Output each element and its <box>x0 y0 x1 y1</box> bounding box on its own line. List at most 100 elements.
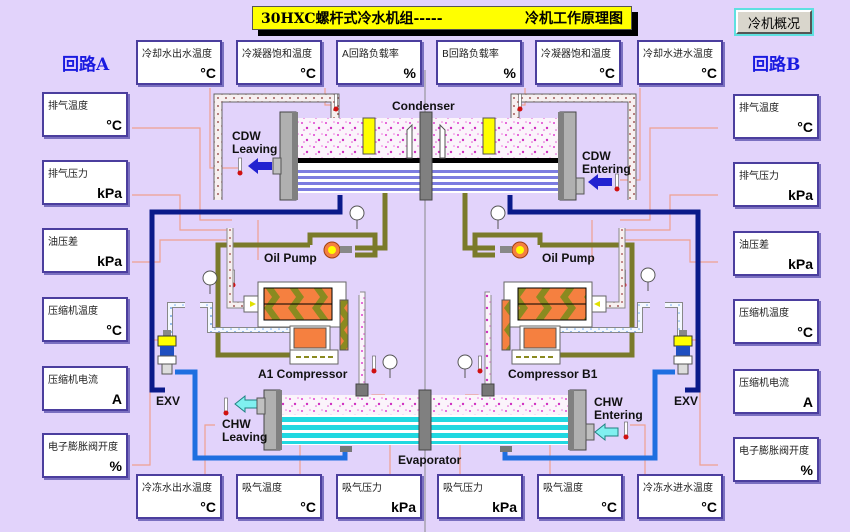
box-label: 吸气温度 <box>543 483 583 494</box>
compressor-b <box>501 281 607 365</box>
compressor-temp-b[interactable]: 压缩机温度 °C <box>733 299 819 344</box>
discharge-pressure-a[interactable]: 排气压力 kPa <box>42 160 128 205</box>
oil-pump-a-label: Oil Pump <box>264 251 317 265</box>
cdw-leaving-line1: CDW <box>232 129 261 143</box>
condenser-water-outlet-temp-a[interactable]: 冷却水出水温度 °C <box>136 40 222 85</box>
box-label: 冷却水进水温度 <box>643 49 713 60</box>
box-label: 电子膨胀阀开度 <box>48 442 118 453</box>
suction-lines <box>175 369 675 461</box>
compressor-temp-a[interactable]: 压缩机温度 °C <box>42 297 128 342</box>
box-unit: kPa <box>788 256 813 272</box>
cdw-entering-label: CDW Entering <box>582 150 631 175</box>
oil-pressure-diff-a[interactable]: 油压差 kPa <box>42 228 128 273</box>
box-label: 冷凝器饱和温度 <box>541 49 611 60</box>
circuit-a-label: 回路A <box>62 55 110 75</box>
box-unit: °C <box>599 65 615 81</box>
box-label: 油压差 <box>739 240 769 251</box>
box-label: B回路负载率 <box>442 49 499 60</box>
compressor-current-b[interactable]: 压缩机电流 A <box>733 369 819 414</box>
box-label: 排气温度 <box>739 103 779 114</box>
box-label: 排气温度 <box>48 101 88 112</box>
box-unit: °C <box>106 117 122 133</box>
box-label: 电子膨胀阀开度 <box>739 446 809 457</box>
box-unit: °C <box>200 65 216 81</box>
box-unit: °C <box>601 499 617 515</box>
compressor-a <box>243 281 349 365</box>
box-unit: °C <box>797 324 813 340</box>
chw-leaving-line1: CHW <box>222 417 251 431</box>
cdw-leaving-line2: Leaving <box>232 141 278 156</box>
title-left: 30HXC螺杆式冷水机组----- <box>261 11 443 27</box>
box-label: 压缩机温度 <box>739 308 789 319</box>
chw-entering-line1: CHW <box>594 395 623 409</box>
discharge-temp-a[interactable]: 排气温度 °C <box>42 92 128 137</box>
pressure-gauge-icons <box>202 205 656 378</box>
box-unit: kPa <box>97 253 122 269</box>
oil-pump-b <box>500 241 529 259</box>
compressor-current-a[interactable]: 压缩机电流 A <box>42 366 128 411</box>
cdw-leaving-label: CDW Leaving <box>232 130 277 155</box>
box-unit: % <box>109 458 122 474</box>
suction-temp-a[interactable]: 吸气温度 °C <box>236 474 322 519</box>
oil-pressure-diff-b[interactable]: 油压差 kPa <box>733 231 819 276</box>
window-title: 30HXC螺杆式冷水机组----- 冷机工作原理图 <box>252 6 632 30</box>
circuit-b-load-rate[interactable]: B回路负载率% <box>436 40 522 85</box>
condenser-water-pipes <box>213 93 637 200</box>
box-unit: A <box>111 391 122 407</box>
refrigerant-lines <box>149 195 701 393</box>
exv-b-valve <box>673 330 693 375</box>
box-label: 冷凝器饱和温度 <box>242 49 312 60</box>
circuit-b-label: 回路B <box>752 55 801 75</box>
chiller-overview-button[interactable]: 冷机概况 <box>734 8 814 36</box>
evaporator <box>256 383 595 452</box>
box-unit: kPa <box>97 185 122 201</box>
condenser-water-inlet-temp-b[interactable]: 冷却水进水温度°C <box>637 40 723 85</box>
box-label: 排气压力 <box>48 169 88 180</box>
box-label: 压缩机电流 <box>48 375 98 386</box>
box-unit: kPa <box>492 499 517 515</box>
box-unit: % <box>503 65 516 81</box>
box-unit: % <box>800 462 813 478</box>
box-unit: A <box>802 394 813 410</box>
box-unit: °C <box>106 322 122 338</box>
chw-leaving-line2: Leaving <box>222 429 268 444</box>
box-label: 吸气温度 <box>242 483 282 494</box>
cdw-entering-line2: Entering <box>582 161 631 176</box>
box-label: 吸气压力 <box>443 483 483 494</box>
chilled-water-inlet-temp[interactable]: 冷冻水进水温度°C <box>637 474 723 519</box>
suction-temp-b[interactable]: 吸气温度 °C <box>537 474 623 519</box>
box-label: 压缩机温度 <box>48 306 98 317</box>
exv-opening-b[interactable]: 电子膨胀阀开度% <box>733 437 819 482</box>
chw-leaving-label: CHW Leaving <box>222 418 267 443</box>
exv-a-valve <box>157 330 177 375</box>
cdw-leaving-arrow <box>248 158 272 174</box>
chw-entering-line2: Entering <box>594 407 643 422</box>
cdw-entering-arrow <box>588 174 612 190</box>
title-right: 冷机工作原理图 <box>525 11 623 27</box>
chw-entering-label: CHW Entering <box>594 396 643 421</box>
box-label: 冷却水出水温度 <box>142 49 212 60</box>
exv-a-label: EXV <box>156 394 181 408</box>
box-unit: °C <box>797 119 813 135</box>
box-label: 压缩机电流 <box>739 378 789 389</box>
box-unit: kPa <box>788 187 813 203</box>
compressor-b-label: Compressor B1 <box>508 367 598 381</box>
condenser-saturation-temp-a[interactable]: 冷凝器饱和温度°C <box>236 40 322 85</box>
box-unit: °C <box>200 499 216 515</box>
chilled-water-outlet-temp[interactable]: 冷冻水出水温度°C <box>136 474 222 519</box>
box-label: 油压差 <box>48 237 78 248</box>
exv-opening-a[interactable]: 电子膨胀阀开度% <box>42 433 128 478</box>
box-unit: °C <box>300 499 316 515</box>
oil-pump-a <box>323 241 352 259</box>
circuit-a-load-rate[interactable]: A回路负载率% <box>336 40 422 85</box>
discharge-temp-b[interactable]: 排气温度 °C <box>733 94 819 139</box>
chw-leaving-arrow <box>234 394 259 414</box>
cdw-entering-line1: CDW <box>582 149 611 163</box>
condenser-saturation-temp-b[interactable]: 冷凝器饱和温度 °C <box>535 40 621 85</box>
box-label: 冷冻水进水温度 <box>643 483 713 494</box>
box-unit: % <box>403 65 416 81</box>
suction-pressure-b[interactable]: 吸气压力 kPa <box>437 474 523 519</box>
